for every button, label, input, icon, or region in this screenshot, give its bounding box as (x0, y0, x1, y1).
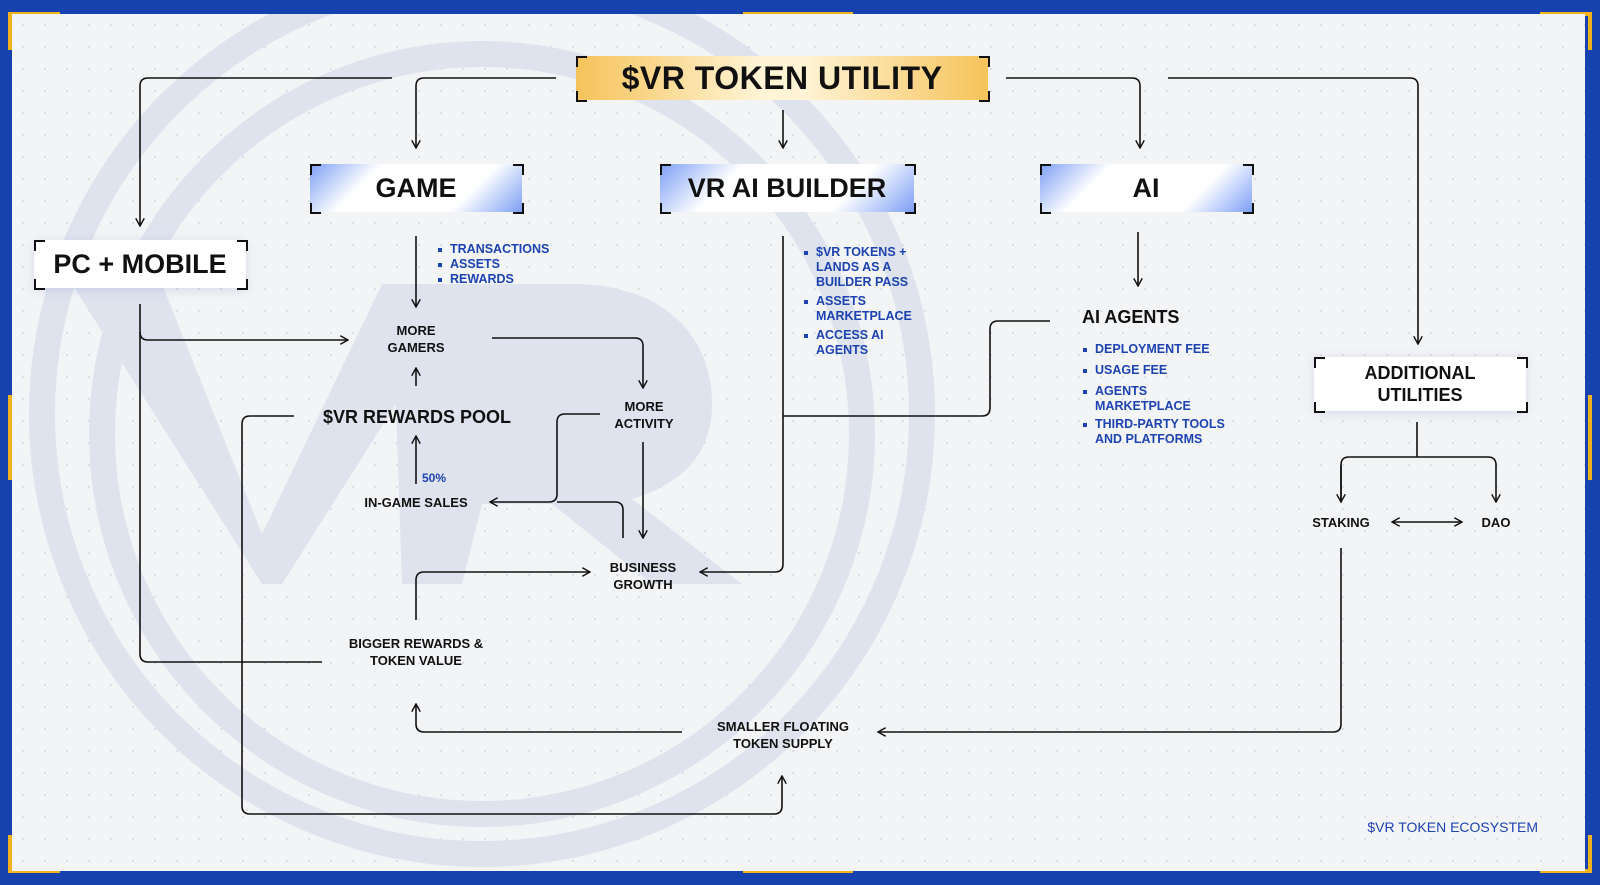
vr-ai-builder-label: VR AI BUILDER (687, 172, 887, 203)
game-label: GAME (375, 172, 457, 203)
additional-utilities-label: ADDITIONAL UTILITIES (1364, 363, 1476, 405)
ai-label: AI (1132, 172, 1160, 203)
list-item: REWARDS (438, 272, 578, 287)
flow-connectors (12, 77, 1585, 815)
list-item: USAGE FEE (1083, 363, 1243, 378)
ai-agents-heading: AI AGENTS (1082, 307, 1180, 327)
business-growth-label: BUSINESS GROWTH (609, 560, 677, 592)
percentage-label: 50% (422, 471, 447, 485)
title-box: $VR TOKEN UTILITY (576, 56, 988, 100)
list-item: $VR TOKENS + LANDS AS A BUILDER PASS (804, 245, 922, 290)
staking-label: STAKING (1312, 515, 1370, 530)
more-activity-label: MORE ACTIVITY (614, 399, 674, 431)
in-game-sales-label: IN-GAME SALES (364, 495, 468, 510)
smaller-supply-label: SMALLER FLOATING TOKEN SUPPLY (717, 719, 849, 751)
rewards-pool-label: $VR REWARDS POOL (322, 407, 512, 427)
footer-label: $VR TOKEN ECOSYSTEM (1367, 819, 1538, 835)
diagram-canvas: $VR TOKEN UTILITY PC + MOBILE GAME VR AI… (12, 14, 1585, 871)
more-gamers-label: MORE GAMERS (387, 323, 445, 355)
dao-label: DAO (1481, 515, 1511, 530)
pc-mobile-label: PC + MOBILE (53, 248, 227, 279)
page-title: $VR TOKEN UTILITY (621, 59, 943, 96)
additional-utilities-box: ADDITIONAL UTILITIES (1314, 357, 1526, 411)
list-item: THIRD-PARTY TOOLS AND PLATFORMS (1083, 417, 1240, 447)
bigger-rewards-label: BIGGER REWARDS & TOKEN VALUE (348, 636, 484, 668)
list-item: ASSETS (438, 257, 578, 272)
game-box: GAME (310, 164, 522, 212)
ai-agents-bullets: DEPLOYMENT FEE USAGE FEE AGENTS MARKETPL… (1083, 342, 1243, 447)
game-bullets: TRANSACTIONS ASSETS REWARDS (438, 242, 578, 287)
vr-ai-builder-box: VR AI BUILDER (660, 164, 914, 212)
pc-mobile-box: PC + MOBILE (34, 240, 246, 288)
list-item: TRANSACTIONS (438, 242, 578, 257)
list-item: DEPLOYMENT FEE (1083, 342, 1243, 357)
ai-box: AI (1040, 164, 1252, 212)
builder-bullets: $VR TOKENS + LANDS AS A BUILDER PASS ASS… (804, 245, 922, 362)
list-item: ACCESS AI AGENTS (804, 328, 922, 358)
list-item: ASSETS MARKETPLACE (804, 294, 922, 324)
list-item: AGENTS MARKETPLACE (1083, 384, 1191, 414)
